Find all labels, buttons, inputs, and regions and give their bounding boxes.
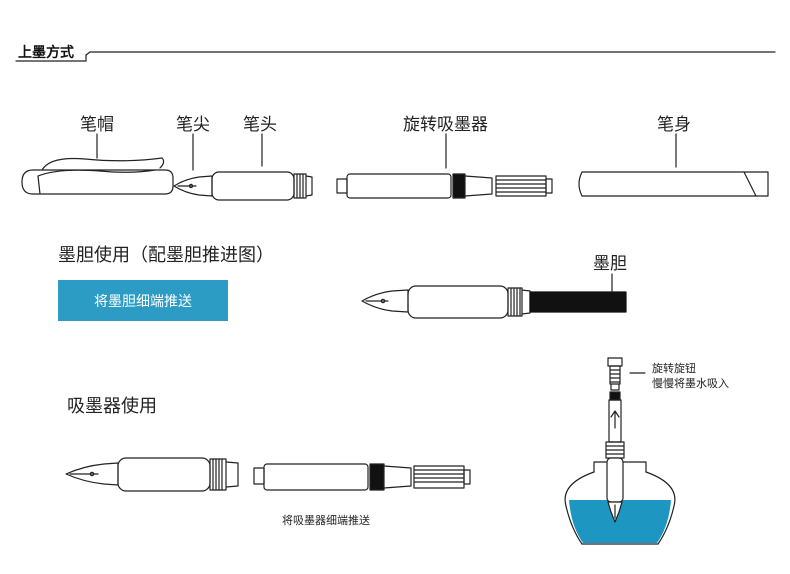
section-title: 上墨方式 (18, 45, 74, 61)
nib-drawing (173, 175, 213, 197)
label-converter: 旋转吸墨器 (403, 115, 488, 135)
converter-part-drawing (253, 463, 471, 491)
label-head: 笔头 (243, 115, 277, 135)
cap-drawing (21, 157, 174, 195)
cartridge-drawing (529, 291, 627, 313)
converter-pen-drawing (65, 457, 239, 492)
label-barrel: 笔身 (657, 115, 691, 135)
converter-instruction: 将吸墨器细端推送 (282, 514, 370, 527)
converter-drawing (336, 173, 553, 199)
cartridge-heading: 墨胆使用（配墨胆推进图） (58, 245, 274, 266)
push-cartridge-button[interactable]: 将墨胆细端推送 (58, 280, 228, 321)
step-line-1: 旋转旋钮 (652, 362, 696, 375)
head-drawing (211, 171, 313, 201)
step-line-2: 慢慢将墨水吸入 (652, 377, 729, 390)
section-title-rule (15, 51, 776, 62)
label-cartridge: 墨胆 (593, 254, 627, 274)
label-nib: 笔尖 (176, 115, 210, 135)
up-arrow-icon (610, 410, 620, 429)
barrel-drawing (578, 171, 769, 197)
vertical-pen-drawing (605, 357, 625, 523)
ink-fill (569, 500, 671, 543)
cartridge-pen-drawing (361, 285, 531, 319)
converter-heading: 吸墨器使用 (67, 396, 157, 417)
label-cap: 笔帽 (80, 115, 114, 135)
